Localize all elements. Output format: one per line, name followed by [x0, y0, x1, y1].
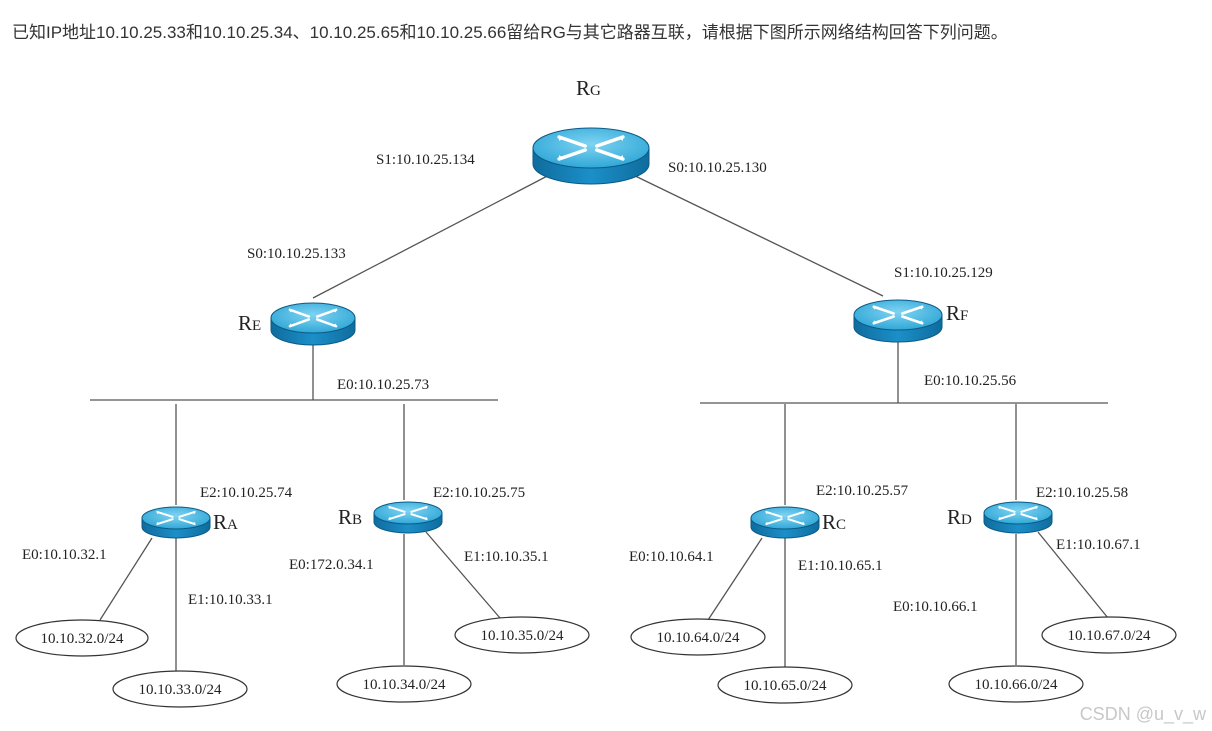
links: [90, 171, 1109, 672]
watermark: CSDN @u_v_w: [1079, 704, 1206, 724]
iface-rd-e1: E1:10.10.67.1: [1056, 537, 1141, 553]
network-n34: 10.10.34.0/24: [336, 665, 472, 703]
router-rf-label: RF: [946, 301, 968, 325]
router-rd-icon: [983, 501, 1053, 534]
iface-rb-e1: E1:10.10.35.1: [464, 549, 549, 565]
network-n67-label: 10.10.67.0/24: [1068, 628, 1151, 644]
iface-rc-e1: E1:10.10.65.1: [798, 558, 883, 574]
iface-ra-e2: E2:10.10.25.74: [200, 485, 293, 501]
iface-rc-e0: E0:10.10.64.1: [629, 549, 714, 565]
link-rb-n35: [425, 531, 501, 619]
iface-re-s0: S0:10.10.25.133: [247, 246, 346, 262]
network-n32-label: 10.10.32.0/24: [41, 631, 124, 647]
network-n65-label: 10.10.65.0/24: [744, 678, 827, 694]
network-n33: 10.10.33.0/24: [112, 670, 248, 708]
link-ra-n32: [99, 537, 153, 621]
iface-rd-e0: E0:10.10.66.1: [893, 599, 978, 615]
network-n34-label: 10.10.34.0/24: [363, 677, 446, 693]
iface-rg-s0: S0:10.10.25.130: [668, 160, 767, 176]
network-n66: 10.10.66.0/24: [948, 665, 1084, 703]
iface-rc-e2: E2:10.10.25.57: [816, 483, 909, 499]
router-rc-label: RC: [822, 510, 846, 534]
network-n33-label: 10.10.33.0/24: [139, 682, 222, 698]
iface-ra-e0: E0:10.10.32.1: [22, 547, 107, 563]
router-rg-label: RG: [576, 76, 601, 100]
iface-rb-e0: E0:172.0.34.1: [289, 557, 374, 573]
router-rc-icon: [750, 506, 820, 539]
iface-rf-e0: E0:10.10.25.56: [924, 373, 1017, 389]
network-n32: 10.10.32.0/24: [15, 619, 149, 657]
router-ra-icon: [141, 506, 211, 539]
iface-ra-e1: E1:10.10.33.1: [188, 592, 273, 608]
question-text: 已知IP地址10.10.25.33和10.10.25.34、10.10.25.6…: [12, 23, 1008, 42]
router-rb-label: RB: [338, 505, 362, 529]
iface-rg-s1: S1:10.10.25.134: [376, 152, 475, 168]
iface-rd-e2: E2:10.10.25.58: [1036, 485, 1128, 501]
iface-rb-e2: E2:10.10.25.75: [433, 485, 525, 501]
network-n35-label: 10.10.35.0/24: [481, 628, 564, 644]
iface-rf-s1: S1:10.10.25.129: [894, 265, 993, 281]
router-ra-label: RA: [213, 510, 238, 534]
link-rd-n67: [1037, 531, 1109, 619]
router-rd-label: RD: [947, 505, 972, 529]
network-n65: 10.10.65.0/24: [717, 666, 853, 704]
iface-re-e0: E0:10.10.25.73: [337, 377, 429, 393]
link-rc-n64: [707, 537, 763, 621]
link-rg-re: [312, 171, 556, 299]
network-n66-label: 10.10.66.0/24: [975, 677, 1058, 693]
router-rg-icon: [532, 127, 650, 185]
router-re-icon: [270, 302, 356, 346]
network-n64-label: 10.10.64.0/24: [657, 630, 740, 646]
link-rg-rf: [626, 171, 884, 297]
network-n67: 10.10.67.0/24: [1041, 616, 1177, 654]
router-rb-icon: [373, 501, 443, 534]
network-n64: 10.10.64.0/24: [630, 618, 766, 656]
network-n35: 10.10.35.0/24: [454, 616, 590, 654]
router-rf-icon: [853, 299, 943, 343]
router-re-label: RE: [238, 311, 261, 335]
